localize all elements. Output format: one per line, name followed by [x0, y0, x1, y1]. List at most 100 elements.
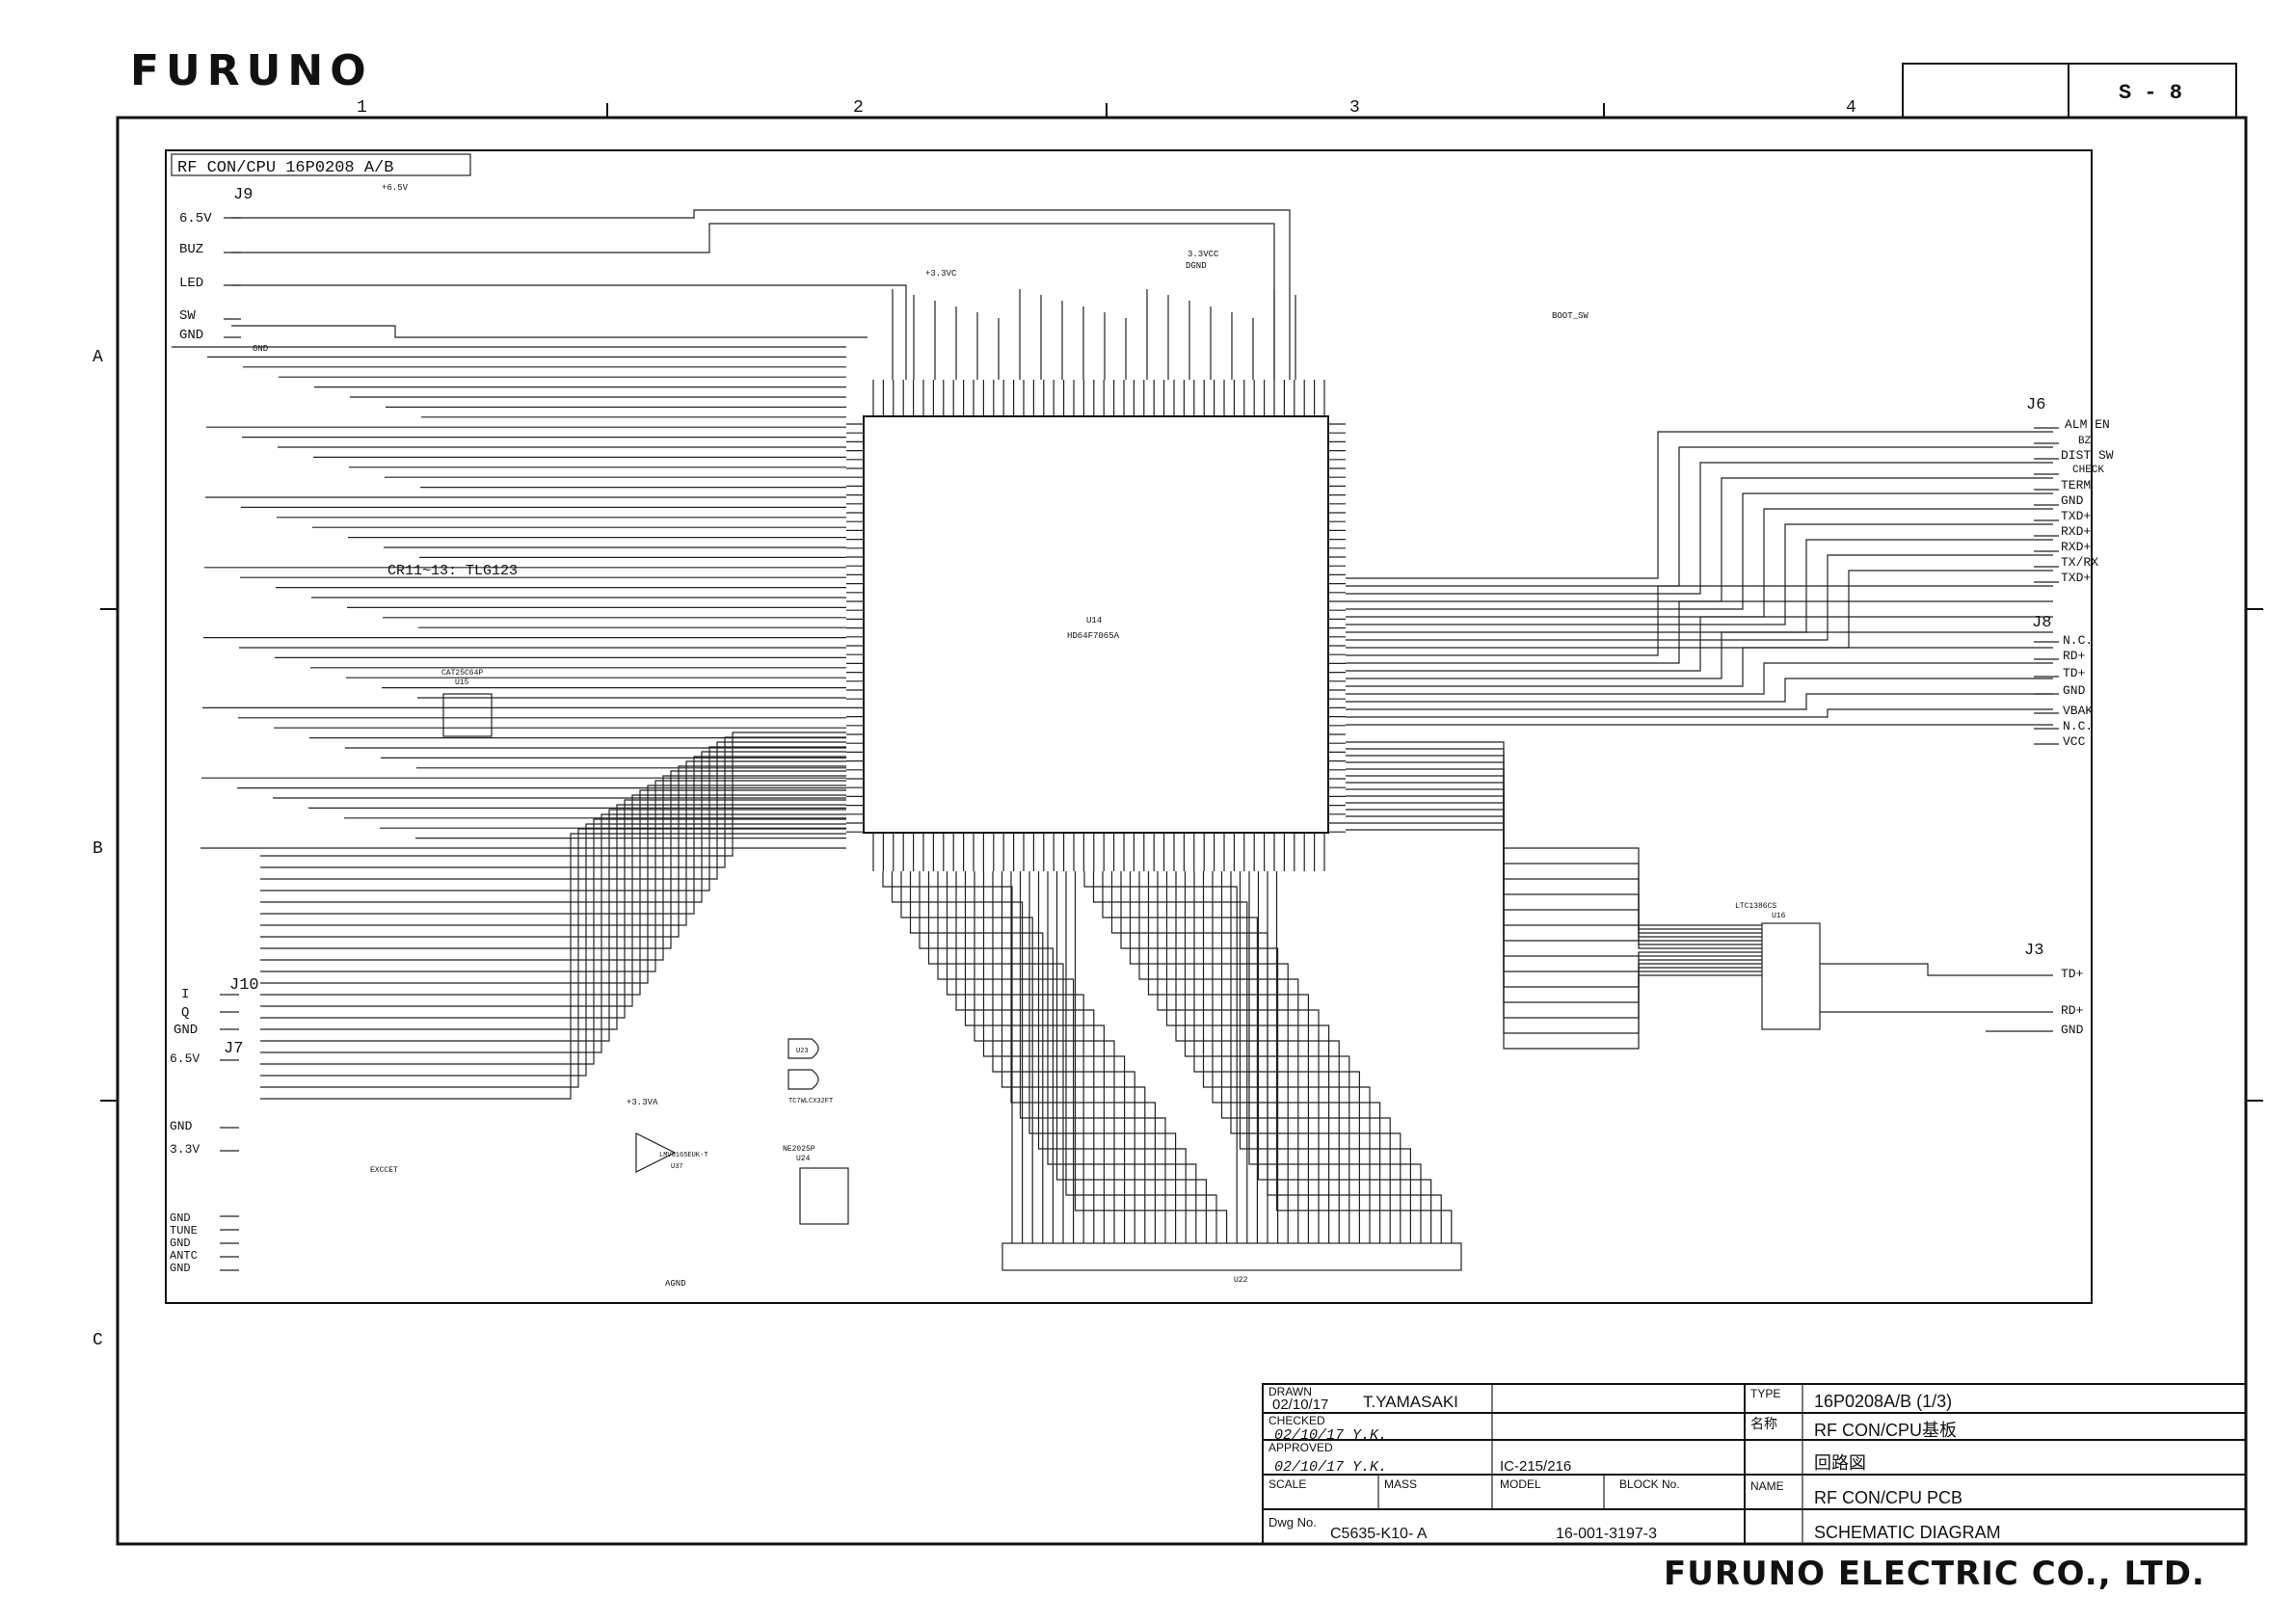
block-label: BLOCK No.: [1619, 1477, 1680, 1491]
data-bus: [1120, 871, 1279, 1243]
row-label-c: C: [93, 1331, 103, 1350]
j9-ref: J9: [233, 186, 253, 204]
j9-pin5-label: GND: [179, 328, 203, 343]
j10-pin2-label: Q: [181, 1005, 189, 1021]
ic-u22: U22: [1001, 1242, 1462, 1285]
name-value: RF CON/CPU PCB: [1814, 1488, 1962, 1507]
data-bus: [1230, 871, 1402, 1243]
type-value: 16P0208A/B (1/3): [1814, 1392, 1952, 1411]
serial-wire: [1346, 741, 1762, 926]
connector-j8: J8 N.C. RD+ TD+ GND VBAK N.C. VCC: [2032, 614, 2093, 749]
bus-wire: [260, 775, 846, 961]
schematic-boundary: [165, 149, 2093, 1304]
led-wire: [231, 284, 907, 380]
j7-pin6-label: GND: [170, 1237, 191, 1250]
u15-ref: U15: [455, 678, 469, 687]
data-bus: [964, 871, 1106, 1243]
serial-wire: [1346, 829, 1762, 1050]
schematic-title: RF CON/CPU 16P0208 A/B: [177, 159, 393, 177]
data-bus: [946, 871, 1084, 1243]
io-wire: [1346, 462, 2053, 595]
j6-pin1-label: ALM EN: [2065, 417, 2110, 432]
j6-pin9-label: RXD+: [2061, 540, 2091, 554]
bus-wire: [260, 809, 846, 1042]
data-bus: [1239, 871, 1412, 1243]
ic-u16: U16 LTC1386CS: [1735, 902, 1821, 1030]
j8-pin3-label: TD+: [2063, 666, 2086, 680]
data-bus: [1102, 871, 1259, 1243]
data-bus: [1129, 871, 1289, 1243]
io-wire: [1346, 477, 2053, 602]
block-value: 16-001-3197-3: [1556, 1526, 1657, 1542]
j8-pin7-label: VCC: [2063, 734, 2086, 749]
data-bus: [1248, 871, 1422, 1243]
bus-wire: [260, 789, 846, 996]
model-label: MODEL: [1500, 1477, 1541, 1491]
mass-label: MASS: [1384, 1477, 1417, 1491]
data-bus: [1074, 871, 1228, 1243]
data-bus: [982, 871, 1126, 1243]
company-name: FURUNO ELECTRIC CO., LTD.: [1664, 1555, 2205, 1593]
net-label-3v3c: +3.3VC: [925, 269, 957, 279]
serial-wire: [1346, 815, 1762, 1019]
j10-pin3-label: GND: [174, 1023, 198, 1038]
io-wire: [1346, 446, 2053, 587]
data-bus: [1028, 871, 1177, 1243]
dwg-value: C5635-K10- A: [1330, 1526, 1428, 1542]
j3-pin2-label: RD+: [2061, 1003, 2084, 1018]
ic-u15: U15 CAT25C64P: [441, 669, 493, 737]
ic-u24: U24 NE2025P: [783, 1145, 849, 1225]
approved-label: APPROVED: [1268, 1441, 1333, 1454]
net-label-3v3a: +3.3VA: [627, 1098, 658, 1107]
data-bus: [1001, 871, 1146, 1243]
scale-label: SCALE: [1268, 1477, 1306, 1491]
io-wire: [1346, 585, 2053, 656]
j7-pin1-label: 6.5V: [170, 1051, 200, 1066]
bus-wire: [260, 736, 846, 868]
data-bus: [1275, 871, 1453, 1243]
schematic-nets: [172, 209, 2059, 1271]
data-bus: [1037, 871, 1187, 1243]
cpu-u14-part: HD64F7065A: [1067, 631, 1120, 641]
row-label-a: A: [93, 348, 103, 367]
rs232-wire: [1820, 963, 2053, 976]
j9-pin4-label: SW: [179, 308, 196, 324]
data-bus: [955, 871, 1095, 1243]
io-wire: [1346, 678, 2053, 703]
serial-wire: [1346, 775, 1762, 945]
bus-wire: [260, 770, 846, 949]
io-wire: [1346, 708, 2053, 718]
net-label-6v5: +6.5V: [382, 183, 409, 193]
j8-ref: J8: [2032, 614, 2051, 632]
data-bus: [937, 871, 1075, 1243]
net-label-gnd: GND: [253, 344, 268, 354]
j3-pin3-label: GND: [2061, 1023, 2084, 1037]
data-bus: [1055, 871, 1208, 1243]
data-bus: [1010, 871, 1157, 1243]
title-block: [1262, 1383, 2247, 1545]
page-code: S - 8: [2119, 81, 2182, 105]
data-bus: [1019, 871, 1166, 1243]
io-wire: [1346, 662, 2053, 695]
j7-pin3-label: 3.3V: [170, 1142, 200, 1157]
data-bus: [1147, 871, 1310, 1243]
u23-ref: U23: [796, 1048, 809, 1055]
data-bus: [1175, 871, 1340, 1243]
bus-wire: [260, 799, 846, 1019]
u15-part: CAT25C64P: [441, 669, 483, 678]
net-label-3v3cc: 3.3VCC: [1188, 250, 1219, 259]
data-bus: [1092, 871, 1248, 1243]
bus-wire: [260, 741, 846, 880]
bus-wire: [260, 732, 846, 857]
u16-part: LTC1386CS: [1735, 902, 1776, 911]
j7-pin4-label: GND: [170, 1211, 191, 1225]
io-wire: [1346, 492, 2053, 610]
serial-wire: [1346, 755, 1762, 934]
io-wire: [1346, 616, 2053, 672]
furuno-logo: FURUNO: [130, 46, 373, 95]
net-label-agnd: AGND: [665, 1279, 686, 1289]
connector-j10: J10 I Q GND: [174, 976, 259, 1038]
j7-pin5-label: TUNE: [170, 1224, 198, 1237]
column-label-4: 4: [1846, 98, 1856, 118]
